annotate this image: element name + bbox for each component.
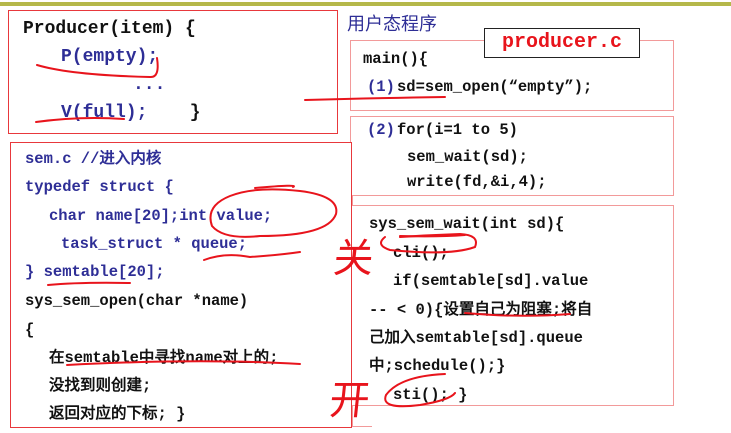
sem-wait-code-box: sys_sem_wait(int sd){ cli(); if(semtable… <box>350 205 674 406</box>
code-line: 在semtable中寻找name对上的; <box>49 349 279 367</box>
file-label: producer.c <box>484 28 640 58</box>
code-line: } semtable[20]; <box>25 263 165 281</box>
code-line: sd=sem_open(“empty”); <box>397 78 593 96</box>
handwritten-open-annotation: 开 <box>327 378 372 424</box>
code-line: V(full); <box>61 103 148 123</box>
code-line: sti(); } <box>393 386 468 404</box>
code-line: ... <box>133 75 166 95</box>
code-line: write(fd,&i,4); <box>407 173 547 191</box>
code-line: 中;schedule();} <box>369 357 506 375</box>
producer-code-box: Producer(item) { P(empty); ... V(full); … <box>8 10 338 134</box>
code-line: main(){ <box>363 50 429 68</box>
code-line: for(i=1 to 5) <box>397 121 518 139</box>
code-line: (2) <box>367 121 395 139</box>
code-line: -- < 0){设置自己为阻塞;将自 <box>369 301 593 319</box>
code-line: typedef struct { <box>25 178 174 196</box>
code-line: sem.c //进入内核 <box>25 150 162 168</box>
code-line: P(empty); <box>61 47 159 67</box>
sem-c-code-box: sem.c //进入内核 typedef struct { char name[… <box>10 142 352 428</box>
user-program-label: 用户态程序 <box>347 14 437 35</box>
main-code-box: main(){ (1) sd=sem_open(“empty”); <box>350 40 674 111</box>
code-line: Producer(item) { <box>23 19 196 39</box>
code-line: sem_wait(sd); <box>407 148 528 166</box>
code-line: 己加入semtable[sd].queue <box>369 329 583 347</box>
code-line: sys_sem_open(char *name) <box>25 292 249 310</box>
code-line: 没找到则创建; <box>49 377 152 395</box>
loop-code-box: (2) for(i=1 to 5) sem_wait(sd); write(fd… <box>350 116 674 196</box>
code-line: if(semtable[sd].value <box>393 272 589 290</box>
code-line: task_struct * queue; <box>61 235 248 253</box>
code-line: char name[20];int value; <box>49 207 273 225</box>
code-line: } <box>179 103 201 123</box>
code-line: { <box>25 321 35 339</box>
code-line: cli(); <box>393 244 449 262</box>
handwritten-close-annotation: 关 <box>331 236 376 282</box>
code-line: (1) <box>367 78 395 96</box>
slide-top-bar <box>0 2 731 6</box>
code-line: 返回对应的下标; } <box>49 405 186 423</box>
code-line: sys_sem_wait(int sd){ <box>369 215 565 233</box>
